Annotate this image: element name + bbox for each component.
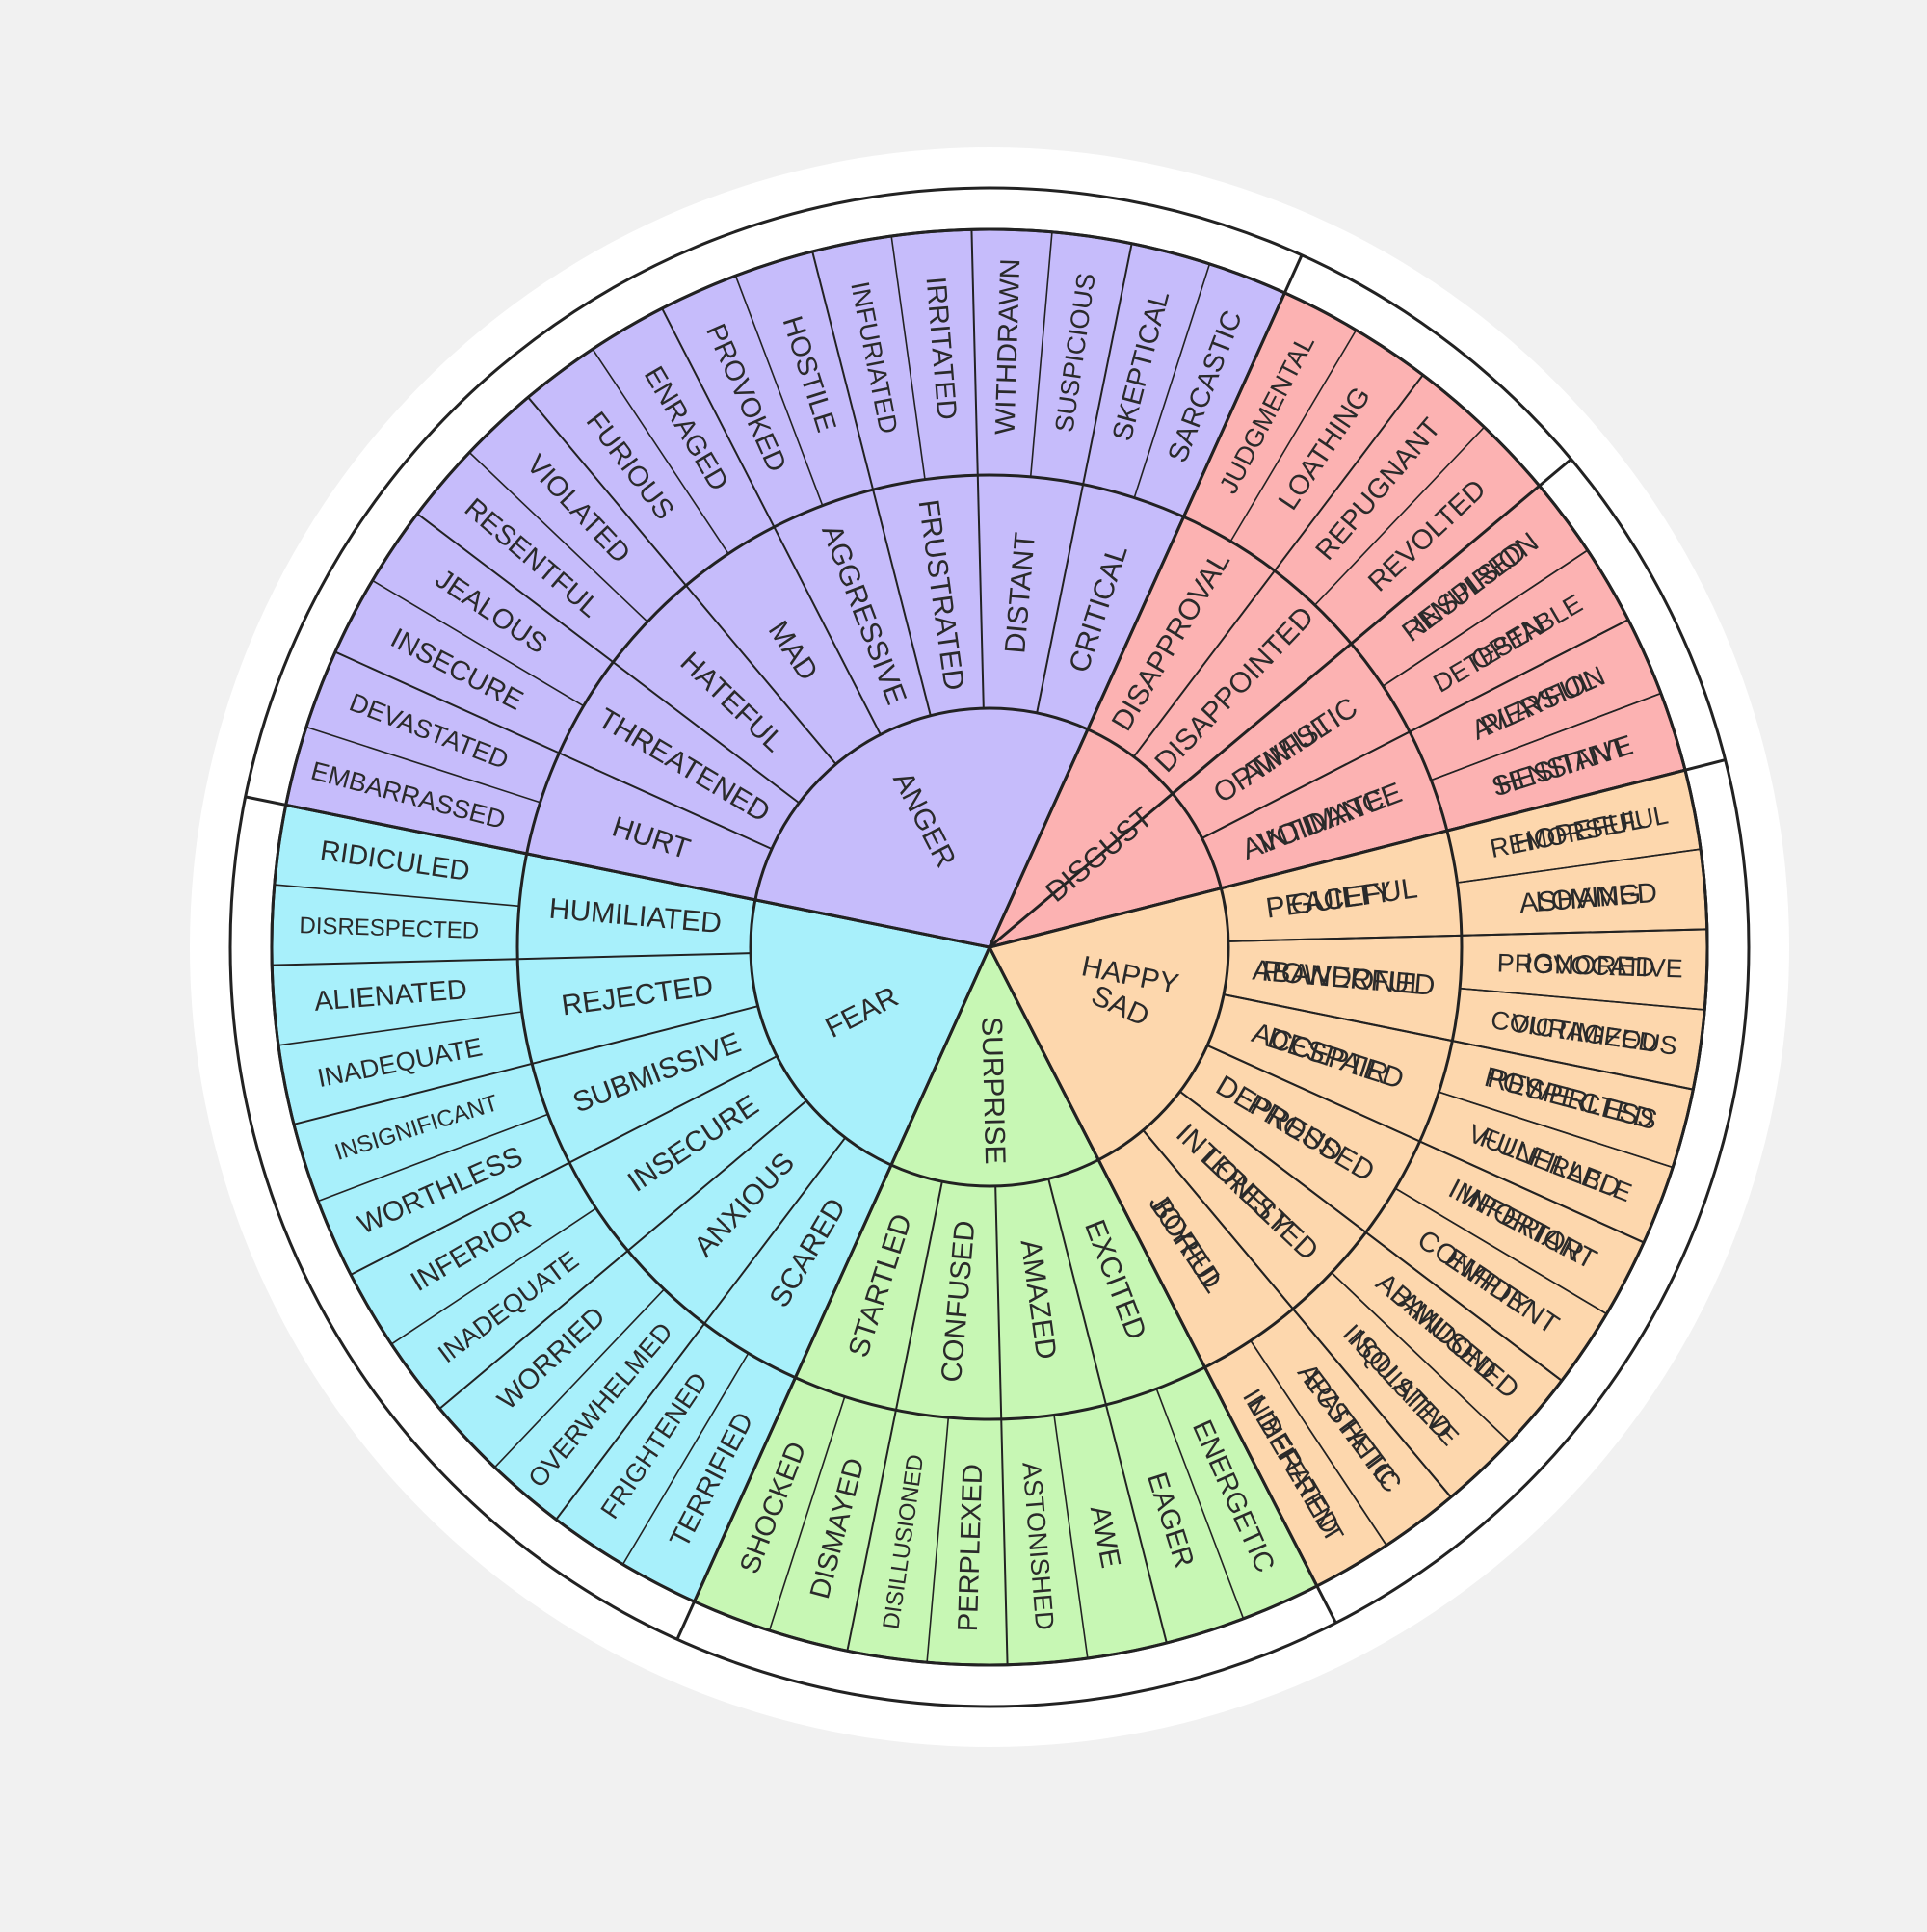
tertiary-divider [1314,426,1486,606]
tertiary-divider [1394,1187,1607,1315]
tertiary-divider [734,275,824,506]
tertiary-divider [1250,1339,1387,1547]
secondary-divider [1223,993,1694,1091]
tertiary-ignored: IGNORED [1524,948,1655,983]
secondary-divider [1179,1090,1563,1382]
tertiary-divider [468,451,648,622]
secondary-divider [811,251,932,716]
tertiary-divider [1331,1272,1511,1443]
secondary-divider [1172,485,1541,795]
sector-boundary [245,795,990,949]
tertiary-divider [277,1011,522,1046]
secondary-divider [272,952,752,966]
outer-ring [270,227,1709,1667]
tertiary-disrespected: DISRESPECTED [299,913,479,944]
tertiary-divider [1229,330,1358,543]
secondary-divider [334,650,773,850]
tertiary-divider [768,1396,846,1631]
secondary-divider [846,1180,943,1652]
secondary-divider [1142,1129,1452,1498]
tertiary-divider [592,348,729,555]
tertiary-divider [1029,231,1053,477]
sector-boundary [988,254,1304,948]
secondary-divider [1206,1045,1645,1244]
secondary-divider [527,396,837,765]
tertiary-divider [1460,987,1705,1011]
sector-boundary [675,946,991,1640]
secondary-divider [1132,374,1424,757]
tertiary-divider [317,1113,548,1203]
inner-ring [749,706,1230,1188]
secondary-divider [1201,619,1629,839]
secondary-divider [416,513,800,805]
secondary-divider [555,1137,847,1521]
secondary-divider [994,1185,1009,1665]
middle-ring [515,473,1464,1421]
tertiary-divider [926,1417,950,1663]
secondary-divider [1036,243,1133,714]
tertiary-divider [274,884,519,908]
tertiary-divider [493,1288,665,1469]
secondary-divider [1047,1178,1168,1644]
tertiary-divider [1382,549,1589,687]
tertiary-divider [621,1352,750,1565]
tertiary-divider [1155,1389,1245,1620]
tertiary-divider [372,579,585,707]
secondary-divider [1227,928,1707,942]
secondary-divider [293,1005,758,1125]
secondary-divider [438,1099,807,1410]
tertiary-divider [1133,263,1211,498]
sector-boundary [988,946,1337,1624]
tertiary-divider [1431,692,1662,781]
tertiary-perplexed: PERPLEXED [953,1464,989,1632]
tertiary-divider [1439,1091,1674,1169]
tertiary-divider [1457,848,1702,884]
tertiary-divider [1053,1415,1089,1659]
secondary-divider [350,1055,778,1276]
core-emotion-surprise: SURPRISE [975,1017,1011,1165]
sector-boundary [989,758,1727,949]
tertiary-divider [390,1207,597,1345]
tertiary-divider [305,726,541,804]
divider-lines [245,227,1727,1667]
tertiary-provocative: PROVOCATIVE [1496,948,1683,983]
tertiary-divider [890,235,926,480]
secondary-divider [970,229,985,709]
secondary-divider [661,307,882,735]
tertiary-withdrawn: WITHDRAWN [990,258,1027,435]
